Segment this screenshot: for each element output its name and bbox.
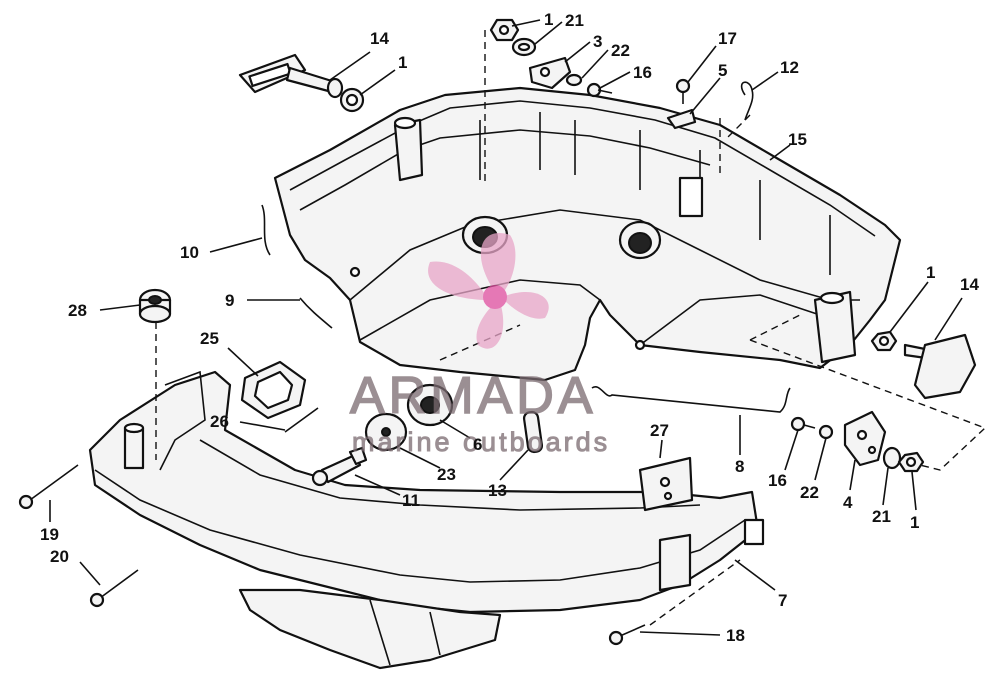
washer-top — [511, 37, 537, 57]
callout-14: 14 — [370, 29, 389, 48]
pin-26 — [284, 407, 319, 433]
latch-handle-left — [238, 53, 344, 99]
latch-bracket-top — [528, 56, 572, 90]
bolt-18 — [608, 624, 646, 646]
latch-handle-right — [903, 333, 977, 400]
nut-right-lower — [897, 451, 925, 473]
grommet-28 — [138, 288, 172, 324]
washer-lower-21 — [882, 446, 902, 470]
cotter-pin-12 — [740, 81, 754, 121]
retainer-clip-5 — [666, 108, 697, 130]
bolt-20 — [89, 569, 139, 608]
callout-28: 28 — [68, 301, 87, 320]
propeller-blade-icon — [428, 261, 488, 300]
washer-upper-22 — [565, 73, 583, 87]
callout-21: 21 — [565, 11, 584, 30]
propeller-hub-icon — [483, 285, 507, 309]
seal-strip-8 — [591, 385, 791, 413]
alignment-lines — [155, 30, 987, 626]
callout-15: 15 — [788, 130, 807, 149]
callout-11: 11 — [402, 491, 420, 510]
callout-19: 19 — [40, 525, 59, 544]
screw-17 — [675, 78, 691, 104]
upper-engine-cover — [273, 86, 902, 382]
callout-21: 21 — [872, 507, 891, 526]
callout-3: 3 — [593, 32, 602, 51]
callout-12: 12 — [780, 58, 799, 77]
callout-27: 27 — [650, 421, 669, 440]
nut-right-upper — [870, 330, 898, 352]
callout-22: 22 — [611, 41, 630, 60]
callout-13: 13 — [488, 481, 507, 500]
callout-16: 16 — [768, 471, 787, 490]
seal-strip-9 — [299, 297, 333, 329]
screw-lower-16 — [790, 416, 816, 432]
watermark-tagline: marine outboards — [352, 427, 610, 457]
callout-26: 26 — [210, 412, 229, 431]
propeller-blade-icon — [504, 291, 549, 319]
callout-6: 6 — [473, 435, 482, 454]
lower-engine-cover — [88, 370, 765, 670]
screw-upper-16 — [586, 82, 613, 98]
callout-1: 1 — [398, 53, 407, 72]
washer-23 — [364, 412, 408, 452]
callout-1: 1 — [544, 10, 553, 29]
washer-lower-22 — [818, 424, 834, 440]
nut-top — [489, 18, 520, 42]
watermark-logo: ARMADA marine outboards — [349, 233, 610, 458]
callout-23: 23 — [437, 465, 456, 484]
callout-1: 1 — [926, 263, 935, 282]
nut-left-top — [339, 87, 365, 113]
callout-10: 10 — [180, 243, 199, 262]
callout-25: 25 — [200, 329, 219, 348]
leader-lines — [49, 19, 963, 636]
callout-7: 7 — [778, 591, 787, 610]
watermark-brand: ARMADA — [350, 367, 596, 425]
callout-20: 20 — [50, 547, 69, 566]
callout-8: 8 — [735, 457, 744, 476]
callout-14: 14 — [960, 275, 979, 294]
propeller-blade-icon — [476, 302, 504, 349]
callout-16: 16 — [633, 63, 652, 82]
stud-11 — [311, 446, 368, 487]
pad-27 — [638, 456, 694, 512]
bolt-19 — [18, 464, 79, 510]
callout-4: 4 — [843, 493, 853, 512]
callout-1: 1 — [910, 513, 919, 532]
callout-5: 5 — [718, 61, 727, 80]
propeller-blade-icon — [480, 233, 516, 292]
callout-labels: 1 21 3 22 16 17 5 12 14 1 15 10 9 28 25 … — [40, 10, 979, 645]
seal-strip-10 — [261, 204, 271, 256]
guide-13 — [522, 410, 544, 454]
callout-9: 9 — [225, 291, 234, 310]
rubber-mount-6 — [406, 383, 454, 427]
callout-17: 17 — [718, 29, 737, 48]
callout-22: 22 — [800, 483, 819, 502]
callout-18: 18 — [726, 626, 745, 645]
latch-bracket-4 — [843, 410, 887, 467]
